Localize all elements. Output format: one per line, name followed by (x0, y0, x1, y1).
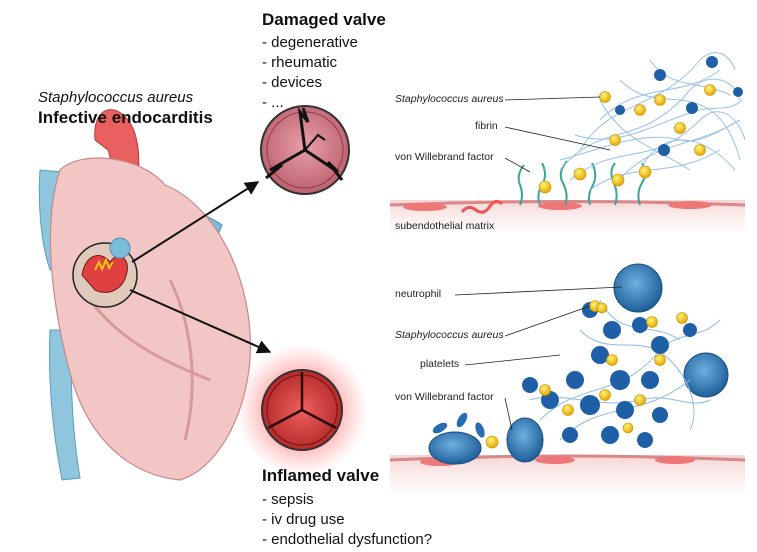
inflamed-valve-title: Inflamed valve (262, 466, 380, 485)
platelets-label: platelets (420, 358, 460, 370)
heart-body (49, 157, 252, 481)
inflamed-cause-2: - iv drug use (262, 511, 345, 528)
damaged-valve-icon (260, 105, 350, 195)
inflamed-cause-1: - sepsis (262, 491, 314, 508)
damaged-cause-3: - devices (262, 74, 323, 91)
neutrophil-label: neutrophil (395, 288, 442, 300)
arrow-to-inflamed (129, 289, 272, 354)
damaged-cause-2: - rheumatic (262, 54, 338, 71)
arrow-to-damaged (131, 181, 260, 263)
bottom-staph-label: Staphylococcus aureus (395, 329, 504, 341)
infective-endocarditis-title: Infective endocarditis (38, 108, 213, 127)
top-staph-label: Staphylococcus aureus (395, 93, 504, 105)
damaged-valve-title: Damaged valve (262, 10, 386, 29)
top-fibrin-label: fibrin (475, 120, 498, 132)
matrix-label: subendothelial matrix (395, 220, 495, 232)
damaged-cause-1: - degenerative (262, 34, 358, 51)
bottom-vwf-label: von Willebrand factor (395, 391, 494, 403)
top-vwf-label: von Willebrand factor (395, 151, 494, 163)
damaged-cause-4: - ... (262, 94, 284, 111)
heart-illustration (38, 109, 252, 481)
inflamed-mechanism-panel (389, 263, 746, 495)
inflamed-valve-icon (236, 344, 368, 476)
organism-label: Staphylococcus aureus (38, 89, 194, 106)
inflamed-cause-3: - endothelial dysfunction? (262, 531, 433, 548)
damaged-mechanism-panel (389, 52, 746, 232)
